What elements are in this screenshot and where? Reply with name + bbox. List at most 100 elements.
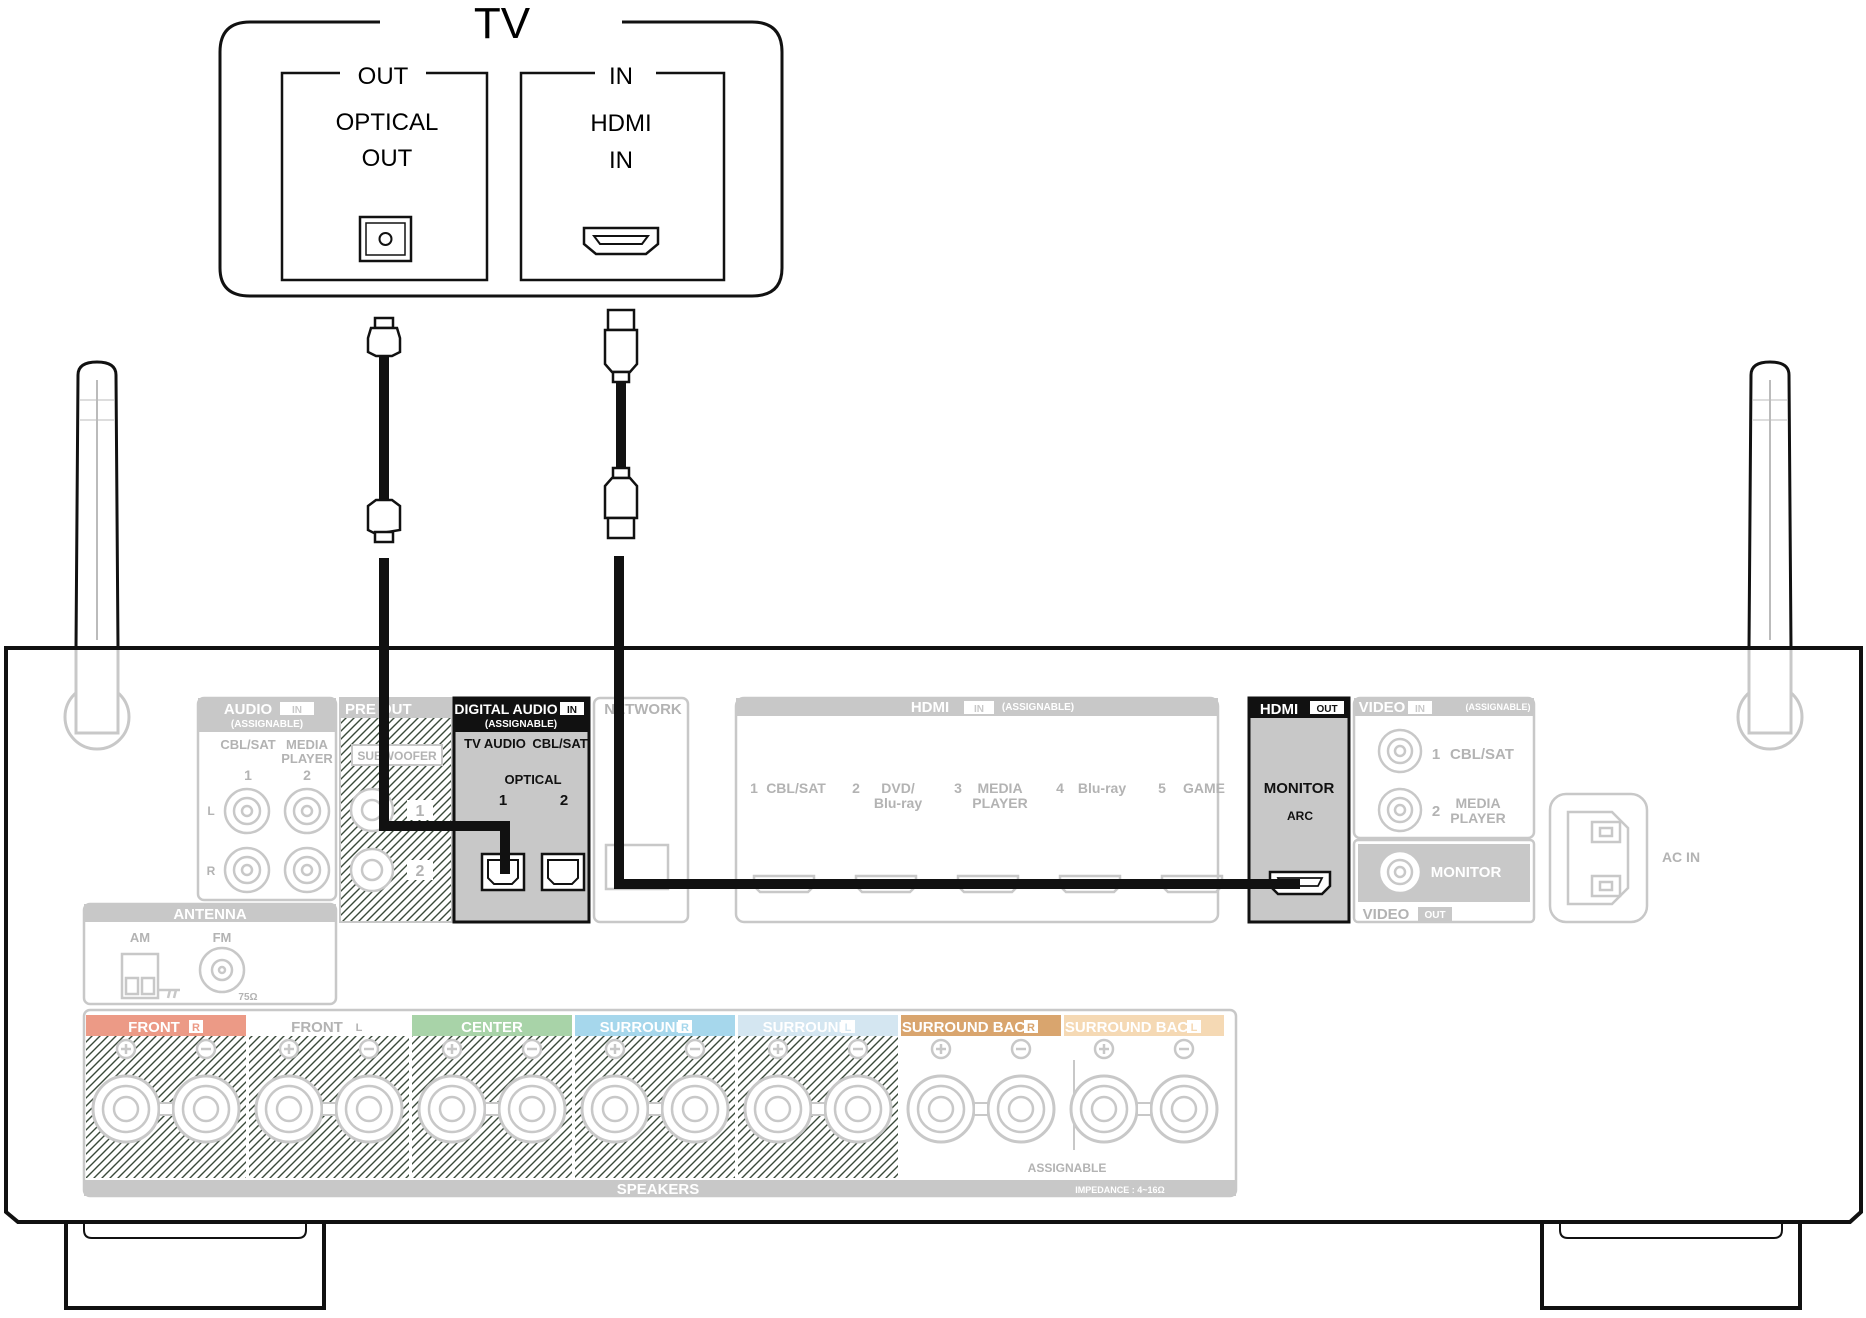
hdmi-in-port-number: 3 <box>954 780 962 796</box>
tv-device: TV OUT OPTICAL OUT IN HDMI IN <box>218 0 784 298</box>
binding-post-center <box>518 1095 546 1123</box>
speakers-panel: SPEAKERS IMPEDANCE : 4~16Ω ASSIGNABLE FR… <box>82 1008 1238 1198</box>
tv-out-label: OUT <box>358 63 409 90</box>
optical-cable <box>366 316 510 874</box>
hdmi-cable <box>603 308 1300 889</box>
speaker-side-letter: R <box>192 1022 200 1034</box>
tv-optical-out-line1: OPTICAL <box>336 109 439 136</box>
tv-in-label: IN <box>609 63 633 90</box>
hdmi-out-monitor: MONITOR <box>1264 780 1335 797</box>
antenna-title: ANTENNA <box>173 906 246 923</box>
speaker-side-letter: L <box>1191 1022 1198 1034</box>
speaker-channel-name: SURROUND <box>600 1019 687 1036</box>
tv-hdmi-in-line2: IN <box>609 147 633 174</box>
speaker-side-badge <box>1187 1020 1201 1033</box>
speakers-impedance: IMPEDANCE : 4~16Ω <box>1075 1185 1165 1195</box>
hdmi-in-port-label: MEDIA <box>977 780 1022 796</box>
binding-post-center <box>844 1095 872 1123</box>
speaker-side-letter: R <box>681 1022 689 1034</box>
binding-post-ring <box>1079 1084 1129 1134</box>
speaker-channel-color <box>412 1015 572 1036</box>
video-in-p2n: 2 <box>1432 803 1440 820</box>
antenna-am: AM <box>130 930 150 945</box>
hdmi-in-title: HDMI <box>911 699 949 716</box>
hdmi-in-port-number: 1 <box>750 780 758 796</box>
audio-in-panel: AUDIO IN (ASSIGNABLE) CBL/SAT MEDIA PLAY… <box>196 696 338 902</box>
speaker-channel-name: SURROUND BACK <box>1065 1019 1199 1036</box>
hdmi-in-port-label: CBL/SAT <box>766 780 826 796</box>
pre-out-title: PRE OUT <box>345 701 412 718</box>
speaker-channel-color <box>738 1015 898 1036</box>
video-panel: VIDEO IN (ASSIGNABLE) 1 CBL/SAT 2 MEDIA … <box>1352 696 1536 924</box>
speaker-channel-color <box>575 1015 735 1036</box>
video-out-title: VIDEO <box>1363 906 1410 923</box>
audio-in-title: AUDIO <box>224 701 273 718</box>
hdmi-in-sub: (ASSIGNABLE) <box>1002 702 1074 713</box>
audio-in-sub: (ASSIGNABLE) <box>231 719 303 730</box>
speaker-channel-name: SURROUND BACK <box>902 1019 1036 1036</box>
digital-audio-sub: (ASSIGNABLE) <box>485 719 557 730</box>
digital-audio-n1: 1 <box>499 792 507 809</box>
binding-post-ring <box>507 1084 557 1134</box>
binding-post-center <box>355 1095 383 1123</box>
binding-post-center <box>681 1095 709 1123</box>
tv-hdmi-in-line1: HDMI <box>590 110 651 137</box>
post-link <box>321 1102 337 1116</box>
pre-out-subwoofer: SUBWOOFER <box>357 749 437 763</box>
binding-post-ring <box>833 1084 883 1134</box>
tv-optical-out-port <box>358 215 413 263</box>
binding-post-center <box>1090 1095 1118 1123</box>
hdmi-in-port-label-2: PLAYER <box>972 795 1028 811</box>
binding-post-ring <box>264 1084 314 1134</box>
speaker-channel-color <box>86 1015 246 1036</box>
binding-post-center <box>192 1095 220 1123</box>
binding-post-center <box>764 1095 792 1123</box>
post-link <box>647 1102 663 1116</box>
antenna-ohm: 75Ω <box>238 992 257 1003</box>
hdmi-in-port-number: 2 <box>852 780 860 796</box>
speaker-channel-color <box>1064 1015 1224 1036</box>
audio-in-l: L <box>207 804 214 818</box>
speaker-side-badge <box>352 1020 366 1033</box>
binding-post-ring <box>181 1084 231 1134</box>
digital-audio-tv-audio: TV AUDIO <box>464 736 526 751</box>
speaker-side-letter: L <box>356 1022 363 1034</box>
pre-out-n1: 1 <box>416 803 425 820</box>
binding-post-center <box>927 1095 955 1123</box>
digital-audio-title: DIGITAL AUDIO <box>454 701 557 717</box>
digital-audio-n2: 2 <box>560 792 568 809</box>
tv-in-group: IN HDMI IN <box>519 63 726 282</box>
hdmi-in-badge: IN <box>974 704 984 715</box>
post-link <box>158 1102 174 1116</box>
video-in-p1: CBL/SAT <box>1450 746 1514 763</box>
speaker-side-badge <box>841 1020 855 1033</box>
audio-in-col1n: 1 <box>244 767 252 783</box>
digital-audio-badge: IN <box>567 705 577 716</box>
optical-in-port-2 <box>540 852 586 892</box>
pre-out-n2: 2 <box>416 863 425 880</box>
binding-post-ring <box>996 1084 1046 1134</box>
binding-post-center <box>112 1095 140 1123</box>
hdmi-in-port-label: DVD/ <box>881 780 915 796</box>
speaker-channel-name: CENTER <box>461 1019 523 1036</box>
video-in-badge: IN <box>1415 704 1425 715</box>
receiver-body <box>4 360 1863 1310</box>
tv-hdmi-in-port <box>582 226 660 256</box>
binding-post-ring <box>1159 1084 1209 1134</box>
video-in-title: VIDEO <box>1359 699 1406 716</box>
speaker-channel-2: CENTER <box>412 1015 572 1178</box>
audio-in-col1: CBL/SAT <box>220 737 275 752</box>
speaker-channel-name: FRONT <box>291 1019 343 1036</box>
digital-audio-cbl-sat: CBL/SAT <box>532 736 587 751</box>
speakers-title: SPEAKERS <box>617 1181 700 1198</box>
speaker-side-letter: R <box>1027 1022 1035 1034</box>
tv-optical-out-line2: OUT <box>362 145 413 172</box>
